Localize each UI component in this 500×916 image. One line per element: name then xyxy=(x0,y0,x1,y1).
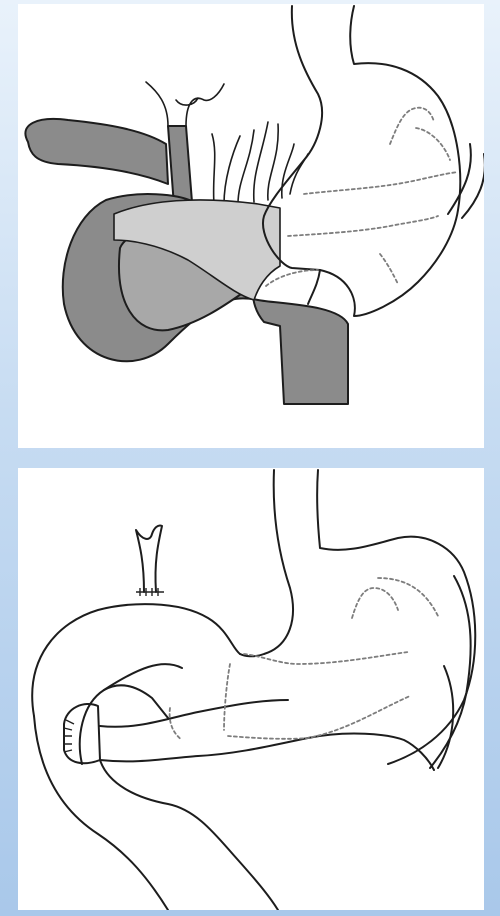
panel-before-resection xyxy=(18,4,484,448)
dashed-contour-5 xyxy=(266,270,318,286)
dashed-contour-6 xyxy=(380,254,398,284)
gallbladder-shape xyxy=(25,119,168,184)
limb-middle xyxy=(100,700,288,727)
efferent-limb xyxy=(34,716,168,910)
dashed-contour-1 xyxy=(390,108,434,144)
anastomosis-suture xyxy=(64,720,74,752)
dashed-line-2 xyxy=(244,652,408,664)
jejunal-loop-outer xyxy=(32,604,240,716)
dashed-line-6 xyxy=(170,708,182,740)
bile-suture xyxy=(136,588,164,596)
panel-after-resection xyxy=(18,468,484,910)
stomach-lower-edge xyxy=(308,270,320,304)
jejunal-loop-inner xyxy=(80,685,168,764)
bile-duct xyxy=(168,126,192,206)
stomach-greater-curve xyxy=(317,470,475,764)
vessel-branches xyxy=(212,122,308,204)
stomach-outline xyxy=(240,470,293,656)
dashed-line-1 xyxy=(224,664,230,730)
stomach-fold xyxy=(448,144,484,218)
bile-duct-stump xyxy=(136,525,162,592)
anatomy-drawing-before xyxy=(18,4,484,448)
bile-duct-branches xyxy=(146,82,224,126)
stomach-outline xyxy=(263,6,460,316)
anastomosis-end xyxy=(64,704,100,763)
anatomy-drawing-after xyxy=(18,468,484,910)
dashed-contour-2 xyxy=(416,128,450,160)
dashed-contour-3 xyxy=(304,172,458,194)
efferent-limb-inner xyxy=(100,760,278,910)
dashed-line-4 xyxy=(352,588,398,618)
dashed-contour-4 xyxy=(288,216,438,236)
dashed-line-5 xyxy=(378,578,438,616)
